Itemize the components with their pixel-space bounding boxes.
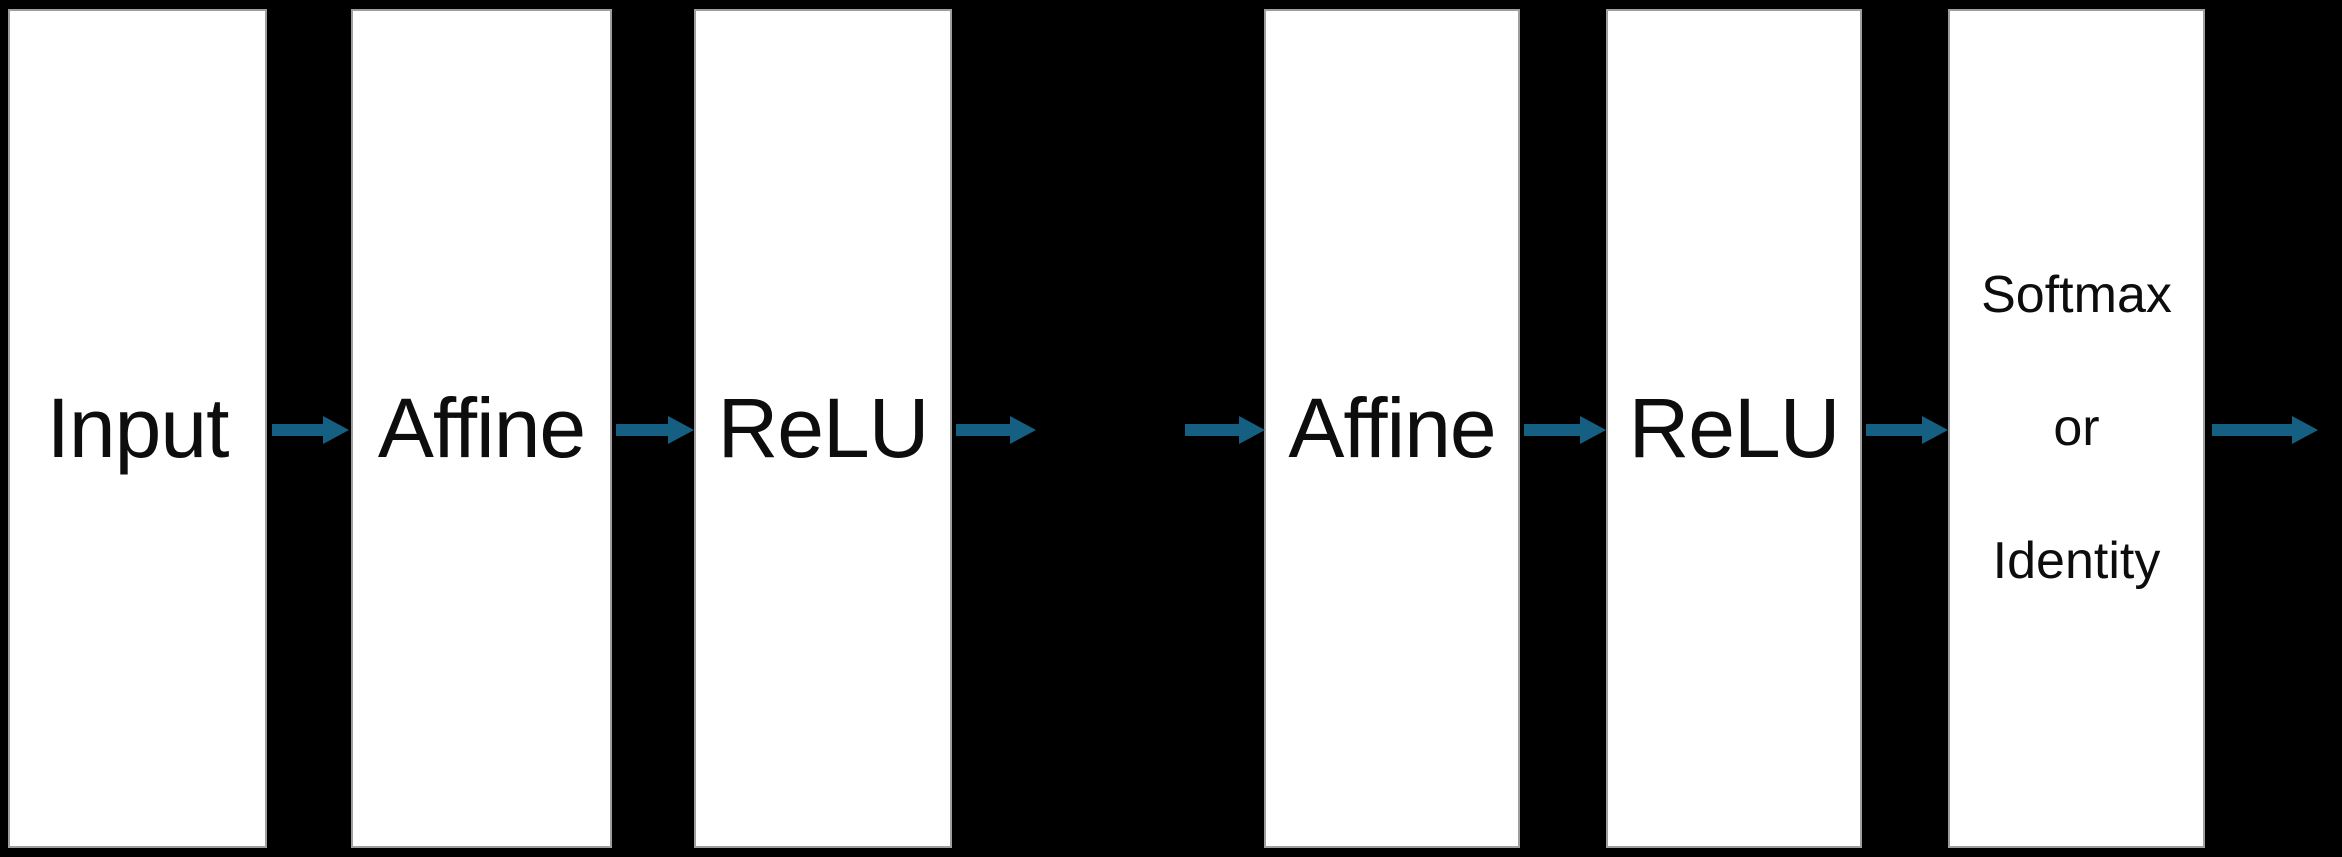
- layer-box-output: Softmax or Identity: [1948, 9, 2205, 848]
- layer-box-affine-1: Affine: [351, 9, 612, 848]
- layer-label-relu-2: ReLU: [1628, 381, 1841, 476]
- flow-arrow-relu-to-output: [1866, 424, 1922, 436]
- flow-arrow-affine-to-relu-2: [1524, 424, 1580, 436]
- layer-box-relu-2: ReLU: [1606, 9, 1862, 848]
- flow-arrow-input-to-affine: [272, 424, 323, 436]
- output-option-or: or: [2053, 398, 2100, 457]
- flow-arrow-affine-to-relu: [616, 424, 668, 436]
- flow-arrow-gap-to-affine: [1185, 424, 1239, 436]
- flow-arrow-relu-to-gap: [956, 424, 1010, 436]
- layer-label-input: Input: [46, 381, 230, 476]
- layer-label-affine-2: Affine: [1288, 381, 1496, 476]
- network-output-arrow: [2212, 424, 2292, 436]
- layer-label-relu-1: ReLU: [717, 381, 930, 476]
- layer-box-input: Input: [8, 9, 267, 848]
- layer-label-affine-1: Affine: [377, 381, 586, 476]
- layer-box-relu-1: ReLU: [694, 9, 952, 848]
- layer-box-affine-2: Affine: [1264, 9, 1520, 848]
- output-option-identity: Identity: [1992, 532, 2161, 591]
- output-option-softmax: Softmax: [1981, 265, 2172, 324]
